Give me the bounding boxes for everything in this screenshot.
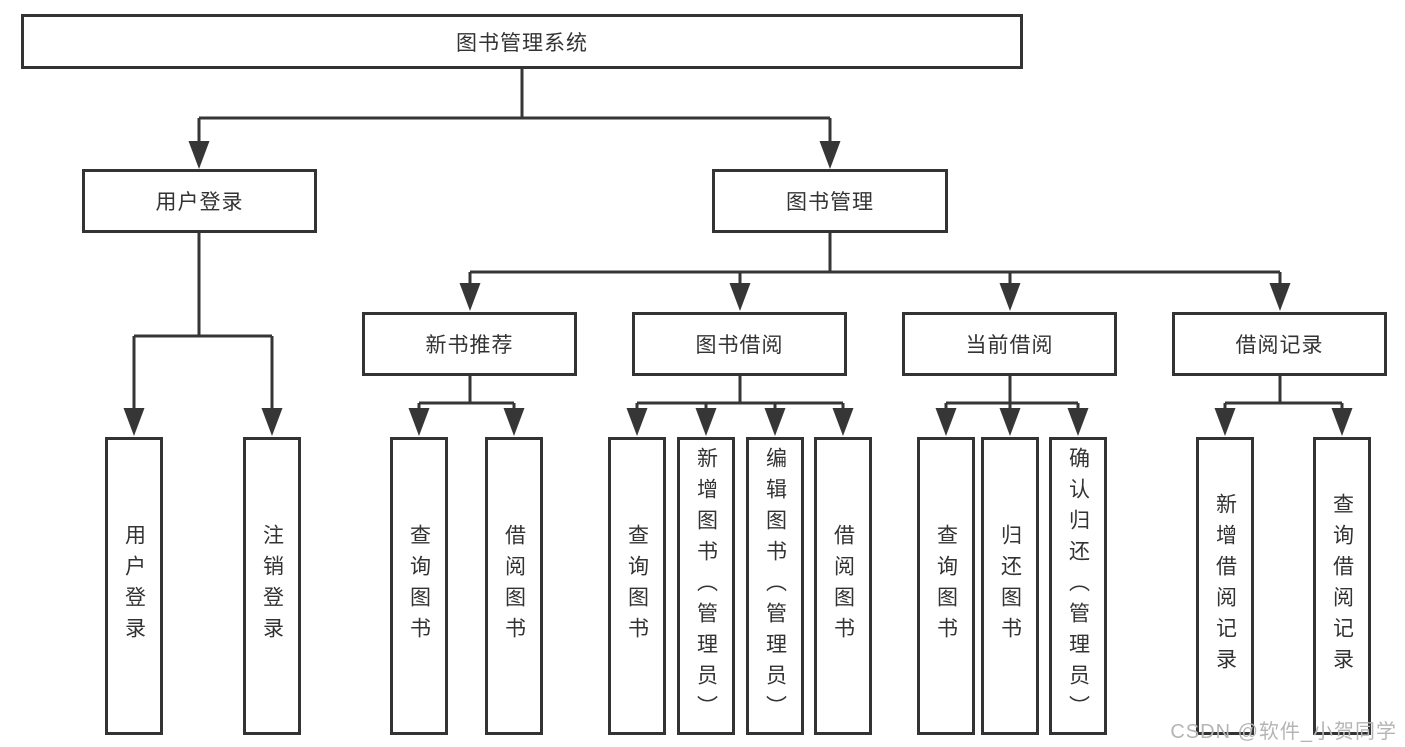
csdn-watermark: CSDN @软件_小贺同学 <box>1170 721 1397 743</box>
connector-user-login-to-leaves <box>132 233 274 410</box>
node-new-book-recommend-label: 新书推荐 <box>425 334 514 357</box>
node-leaf-query-books-3-label: 查询图书 <box>934 524 958 648</box>
node-leaf-return-books: 归还图书 <box>981 437 1039 735</box>
node-leaf-borrow-books-2: 借阅图书 <box>814 437 872 735</box>
connector-current-borrowing-to-leaves <box>944 376 1080 412</box>
connector-new-book-recommend-to-leaves <box>417 376 516 412</box>
node-leaf-query-books-1-label: 查询图书 <box>407 524 431 648</box>
node-book-management: 图书管理 <box>712 169 948 233</box>
node-root: 图书管理系统 <box>21 14 1023 69</box>
node-leaf-user-login: 用户登录 <box>105 437 163 735</box>
node-book-management-label: 图书管理 <box>786 191 874 214</box>
arrowheads <box>123 141 1353 436</box>
node-borrow-records: 借阅记录 <box>1172 312 1387 376</box>
node-root-label: 图书管理系统 <box>456 31 588 55</box>
node-book-borrowing-label: 图书借阅 <box>695 334 784 357</box>
node-leaf-edit-books-admin-label: 编辑图书（管理员） <box>763 446 787 726</box>
node-current-borrowing: 当前借阅 <box>902 312 1117 376</box>
node-leaf-query-borrow-record: 查询借阅记录 <box>1313 437 1371 735</box>
connector-root-to-level2 <box>197 69 832 144</box>
connector-book-borrowing-to-leaves <box>635 376 845 412</box>
node-leaf-edit-books-admin: 编辑图书（管理员） <box>746 437 804 735</box>
node-leaf-borrow-books-1: 借阅图书 <box>485 437 543 735</box>
node-new-book-recommend: 新书推荐 <box>362 312 577 376</box>
node-leaf-add-books-admin: 新增图书（管理员） <box>677 437 735 735</box>
node-leaf-query-borrow-record-label: 查询借阅记录 <box>1330 493 1354 679</box>
node-leaf-return-books-label: 归还图书 <box>998 524 1022 648</box>
node-leaf-query-books-1: 查询图书 <box>390 437 448 735</box>
node-leaf-query-books-3: 查询图书 <box>917 437 975 735</box>
node-leaf-add-borrow-record: 新增借阅记录 <box>1196 437 1254 735</box>
node-leaf-borrow-books-1-label: 借阅图书 <box>502 524 526 648</box>
node-leaf-logout-label: 注销登录 <box>260 524 284 648</box>
node-user-login-label: 用户登录 <box>155 191 244 214</box>
connector-borrow-records-to-leaves <box>1223 376 1344 412</box>
node-user-login: 用户登录 <box>82 169 317 233</box>
connector-book-management-to-level3 <box>468 233 1282 286</box>
node-leaf-query-books-2-label: 查询图书 <box>625 524 649 648</box>
node-current-borrowing-label: 当前借阅 <box>965 334 1054 357</box>
node-leaf-borrow-books-2-label: 借阅图书 <box>831 524 855 648</box>
node-leaf-logout: 注销登录 <box>243 437 301 735</box>
node-leaf-user-login-label: 用户登录 <box>122 524 146 648</box>
node-leaf-confirm-return-admin-label: 确认归还（管理员） <box>1066 446 1090 726</box>
node-leaf-add-books-admin-label: 新增图书（管理员） <box>694 446 718 726</box>
node-leaf-add-borrow-record-label: 新增借阅记录 <box>1213 493 1237 679</box>
node-leaf-confirm-return-admin: 确认归还（管理员） <box>1049 437 1107 735</box>
node-book-borrowing: 图书借阅 <box>632 312 847 376</box>
node-leaf-query-books-2: 查询图书 <box>608 437 666 735</box>
node-borrow-records-label: 借阅记录 <box>1235 334 1324 357</box>
